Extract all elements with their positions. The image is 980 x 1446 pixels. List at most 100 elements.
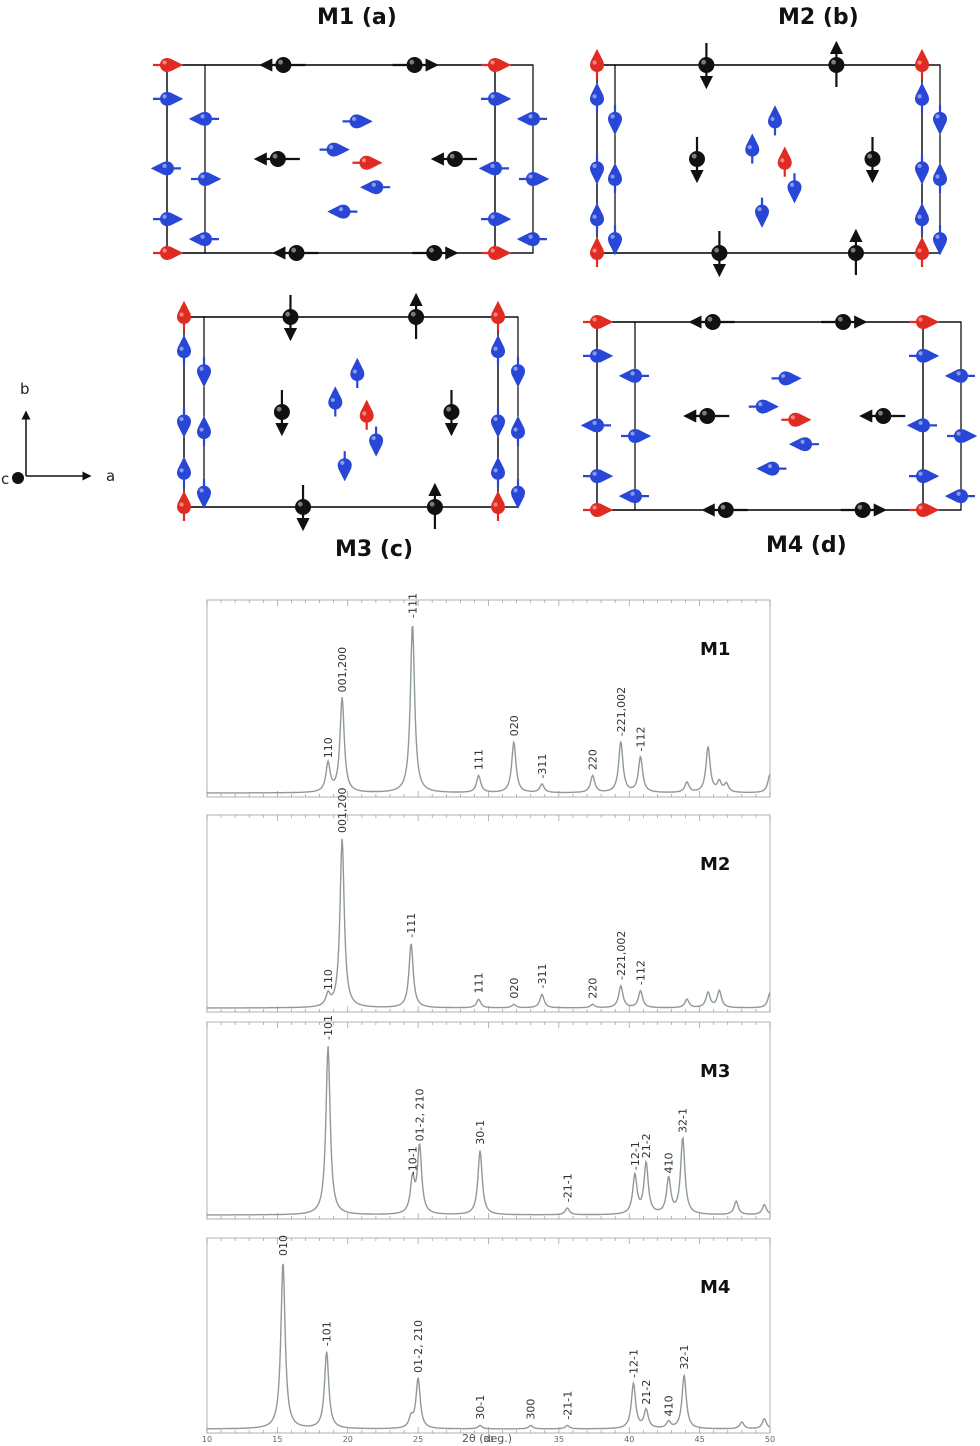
atom-highlight bbox=[297, 501, 303, 507]
black-atom bbox=[275, 57, 292, 73]
atom-highlight bbox=[179, 346, 184, 351]
peak-label: -221,002 bbox=[615, 687, 628, 736]
atom-highlight bbox=[528, 114, 533, 119]
atom-highlight bbox=[917, 60, 922, 65]
red-atom bbox=[590, 503, 604, 517]
peak-label: -221,002 bbox=[615, 931, 628, 980]
blue-atom bbox=[491, 414, 505, 429]
atom-highlight bbox=[490, 248, 495, 253]
peak-label: -12-1 bbox=[629, 1141, 642, 1170]
atom-highlight bbox=[513, 427, 518, 432]
atom-highlight bbox=[592, 471, 597, 476]
atom-highlight bbox=[917, 163, 922, 169]
peak-label: 30-1 bbox=[474, 1395, 487, 1420]
peak-label: 110 bbox=[322, 737, 335, 758]
a-axis-label: a bbox=[106, 467, 115, 485]
red-atom bbox=[160, 58, 174, 72]
blue-atom bbox=[590, 91, 604, 106]
atom-highlight bbox=[276, 406, 282, 412]
black-atom bbox=[446, 151, 463, 167]
atom-highlight bbox=[162, 60, 167, 65]
atom-highlight bbox=[610, 234, 615, 239]
blue-atom bbox=[526, 232, 540, 247]
atom-highlight bbox=[278, 59, 283, 65]
atom-highlight bbox=[767, 464, 773, 469]
blue-atom bbox=[755, 204, 769, 219]
blue-atom bbox=[160, 91, 174, 106]
blue-atom bbox=[916, 418, 930, 433]
blue-atom bbox=[915, 212, 929, 227]
atom-highlight bbox=[179, 468, 184, 473]
red-atom bbox=[915, 246, 929, 260]
x-tick-label: 50 bbox=[765, 1435, 775, 1444]
blue-atom bbox=[369, 180, 384, 195]
blue-atom bbox=[197, 425, 211, 439]
atom-highlight bbox=[878, 410, 883, 416]
blue-atom bbox=[590, 418, 604, 433]
atom-highlight bbox=[630, 431, 635, 436]
black-atom bbox=[689, 151, 705, 167]
atom-highlight bbox=[610, 174, 615, 179]
panel-name: M3 bbox=[700, 1061, 730, 1082]
peak-label: 30-1 bbox=[474, 1120, 487, 1145]
red-atom bbox=[177, 310, 191, 324]
atom-highlight bbox=[513, 488, 518, 493]
diffraction-profile bbox=[207, 838, 771, 1009]
peak-label: 110 bbox=[322, 969, 335, 990]
atom-highlight bbox=[371, 182, 376, 187]
blue-atom bbox=[369, 433, 384, 448]
atom-highlight bbox=[528, 234, 533, 239]
red-atom bbox=[488, 246, 502, 260]
peak-label: 32-1 bbox=[677, 1108, 690, 1133]
blue-atom bbox=[915, 161, 929, 176]
blue-atom bbox=[160, 161, 174, 176]
atom-highlight bbox=[446, 406, 452, 412]
atom-highlight bbox=[199, 427, 204, 432]
blue-atom bbox=[160, 212, 174, 227]
atom-highlight bbox=[917, 94, 922, 99]
peak-label: -101 bbox=[322, 1015, 335, 1040]
red-atom bbox=[777, 155, 792, 170]
blue-atom bbox=[608, 232, 622, 247]
atom-highlight bbox=[592, 248, 597, 253]
blue-atom bbox=[590, 212, 604, 227]
blue-atom bbox=[198, 111, 212, 126]
atom-highlight bbox=[790, 415, 795, 420]
blue-atom bbox=[488, 91, 502, 106]
atom-highlight bbox=[352, 369, 357, 374]
black-atom bbox=[864, 151, 881, 167]
atom-highlight bbox=[162, 214, 167, 219]
black-atom bbox=[426, 499, 443, 515]
cell-front-face bbox=[596, 321, 924, 511]
crystal-axes: b c a bbox=[1, 380, 115, 488]
atom-highlight bbox=[490, 214, 495, 219]
atom-highlight bbox=[490, 60, 495, 65]
diffraction-profile bbox=[207, 1045, 771, 1216]
peak-label: 020 bbox=[508, 978, 521, 999]
atom-highlight bbox=[757, 207, 762, 212]
peak-label: -21-1 bbox=[561, 1173, 574, 1202]
peak-label: -111 bbox=[406, 593, 419, 618]
black-atom bbox=[408, 309, 425, 325]
atom-highlight bbox=[935, 174, 940, 179]
atom-highlight bbox=[770, 116, 775, 122]
panel-name: M2 bbox=[700, 854, 730, 875]
x-tick-label: 40 bbox=[624, 1435, 634, 1444]
structure-m2 bbox=[590, 40, 947, 278]
blue-atom bbox=[755, 399, 770, 414]
atom-highlight bbox=[789, 182, 795, 187]
blue-atom bbox=[933, 111, 947, 126]
black-atom bbox=[273, 404, 290, 420]
red-atom bbox=[160, 246, 174, 260]
peak-label: -112 bbox=[635, 727, 648, 752]
blue-atom bbox=[177, 465, 191, 480]
atom-highlight bbox=[338, 207, 344, 212]
black-atom bbox=[875, 408, 892, 424]
blue-atom bbox=[488, 212, 502, 227]
black-atom bbox=[704, 314, 721, 330]
atom-highlight bbox=[179, 502, 184, 507]
peak-label: 010 bbox=[277, 1235, 290, 1256]
red-atom bbox=[177, 500, 191, 514]
